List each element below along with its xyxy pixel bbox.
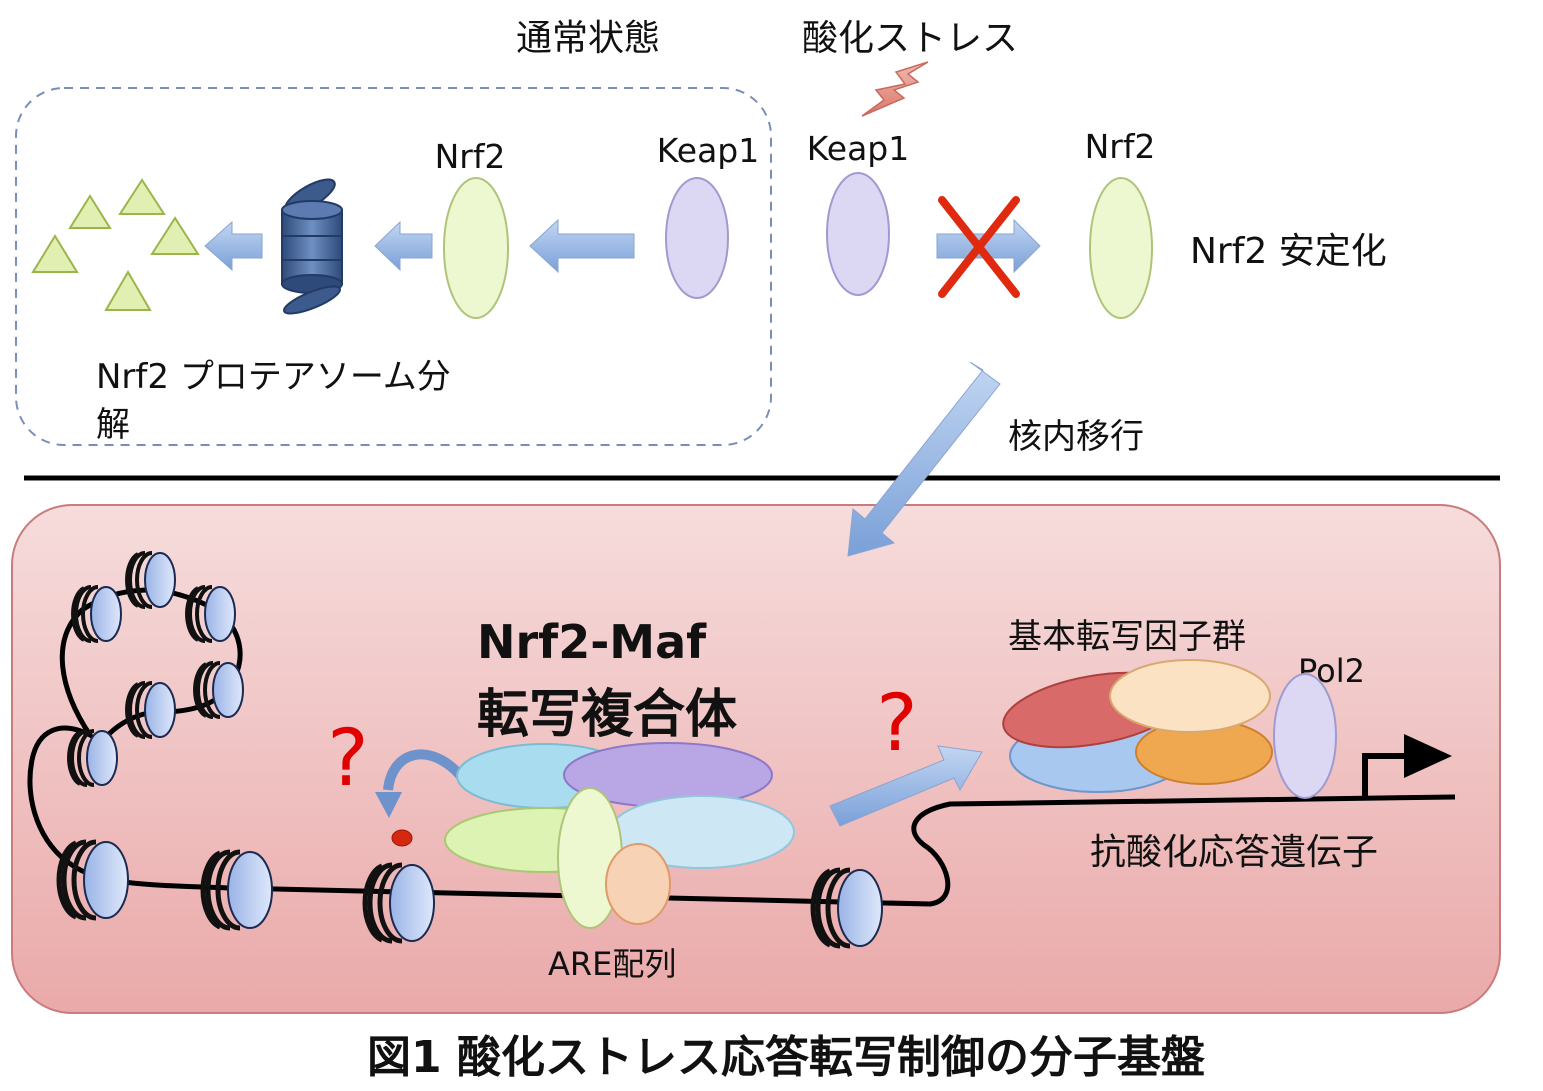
arrow-to-proteasome [374, 220, 433, 272]
degradation-label-line1: Nrf2 プロテアソーム分 [96, 357, 451, 397]
peptide-fragments [31, 178, 200, 311]
pol2-protein [1273, 673, 1337, 799]
question-mark-right: ? [876, 679, 917, 769]
normal-state-label: 通常状態 [516, 18, 660, 59]
transcription-start-arrow [1362, 734, 1452, 797]
curved-arrowhead [375, 792, 402, 818]
oxidative-stress-label: 酸化ストレス [802, 18, 1018, 59]
antioxidant-genes-label: 抗酸化応答遺伝子 [1090, 832, 1378, 873]
complex-label-line2: 転写複合体 [477, 685, 737, 745]
nrf2-stabilization-label: Nrf2 安定化 [1190, 231, 1387, 272]
nrf2-protein-normal [443, 177, 509, 319]
arrow-keap1-to-nrf2 [529, 218, 635, 274]
arrow-to-fragments [204, 220, 263, 272]
normal-state-box [15, 87, 772, 446]
nuclear-translocation-arrow [847, 361, 1001, 557]
are-sequence-label: ARE配列 [548, 945, 676, 983]
nrf2-protein-stress [1089, 177, 1153, 319]
curved-arrow [383, 749, 464, 791]
nrf2-label-normal: Nrf2 [435, 137, 506, 176]
lightning-icon [861, 61, 929, 117]
keap1-label-normal: Keap1 [657, 131, 759, 170]
basal-factors-label: 基本転写因子群 [1008, 617, 1246, 657]
question-mark-left: ? [327, 714, 368, 804]
arrow-to-machinery [829, 745, 983, 827]
cross-icon [938, 196, 1020, 298]
keap1-protein-normal [665, 177, 729, 299]
proteasome-icon [281, 178, 343, 315]
keap1-protein-stress [826, 172, 890, 296]
figure-caption: 図1 酸化ストレス応答転写制御の分子基盤 [367, 1032, 1205, 1083]
degradation-label-line2: 解 [96, 405, 130, 445]
nrf2-label-stress: Nrf2 [1085, 127, 1156, 166]
complex-label-line1: Nrf2-Maf [477, 615, 707, 669]
nuclear-translocation-label: 核内移行 [1008, 417, 1144, 457]
modification-dot [391, 829, 413, 847]
nrf2-maf-complex [444, 742, 795, 929]
keap1-label-stress: Keap1 [807, 129, 909, 168]
basal-transcription-factors [1002, 659, 1273, 793]
blocked-arrow [936, 218, 1041, 274]
